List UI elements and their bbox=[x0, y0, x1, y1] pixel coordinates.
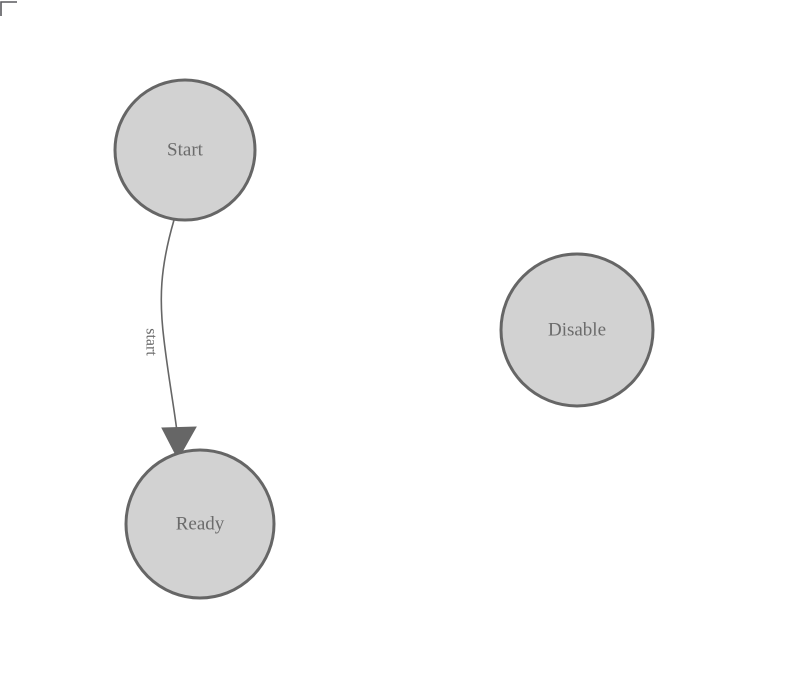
node-start-circle[interactable] bbox=[113, 78, 257, 222]
edge-line bbox=[160, 219, 179, 441]
canvas-corner-mark-icon bbox=[0, 1, 17, 16]
node-disable-circle[interactable] bbox=[499, 252, 655, 408]
edge-label-group: start bbox=[142, 328, 159, 356]
node-ready-label: Ready bbox=[176, 513, 225, 534]
node-start[interactable]: Start bbox=[113, 78, 257, 222]
edge-arrowhead-icon bbox=[161, 426, 197, 461]
node-ready[interactable]: Ready bbox=[124, 448, 276, 600]
node-start-label: Start bbox=[167, 139, 204, 160]
node-ready-circle[interactable] bbox=[124, 448, 276, 600]
node-disable-label: Disable bbox=[548, 319, 606, 340]
edge-label-start: start bbox=[142, 328, 159, 356]
node-disable[interactable]: Disable bbox=[499, 252, 655, 408]
edge-start-to-ready[interactable]: start bbox=[142, 219, 197, 461]
